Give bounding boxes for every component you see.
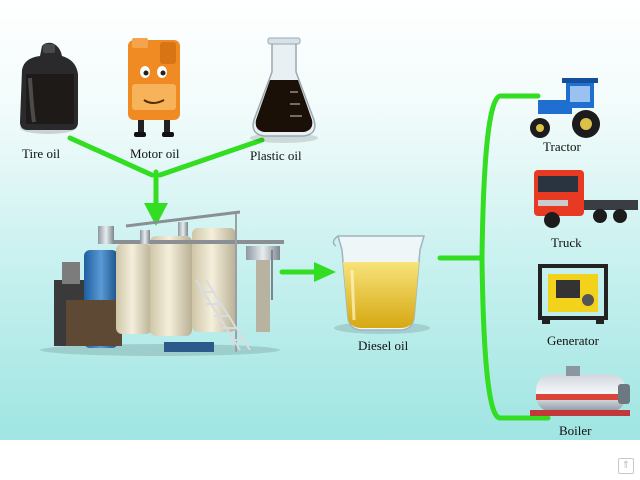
beaker-icon [332, 235, 430, 334]
label-plastic-oil: Plastic oil [250, 148, 302, 163]
diagram-canvas: Tire oil Motor oil Plastic oil Diesel oi… [0, 0, 640, 440]
generator-icon [538, 264, 608, 324]
oil-jug-icon [20, 42, 78, 134]
label-diesel-oil: Diesel oil [358, 338, 409, 353]
label-truck: Truck [551, 235, 582, 250]
pyrolysis-plant-icon [40, 210, 284, 356]
label-tractor: Tractor [543, 139, 581, 154]
label-generator: Generator [547, 333, 599, 348]
flow-connectors [67, 93, 551, 421]
distribution-bracket [437, 93, 551, 421]
tire-oil-connector [67, 135, 155, 178]
flask-icon [250, 37, 318, 143]
label-motor-oil: Motor oil [130, 146, 180, 161]
label-tire-oil: Tire oil [22, 146, 61, 161]
label-boiler: Boiler [559, 423, 592, 438]
motor-oil-can-icon [128, 38, 180, 137]
boiler-icon [530, 366, 630, 416]
diagram-graphics [20, 37, 638, 421]
truck-icon [534, 170, 638, 228]
arrow-up-icon: ⇑ [618, 458, 634, 474]
plastic-oil-connector [157, 137, 265, 178]
page-footer [0, 440, 640, 480]
plant-to-diesel-arrow-head [314, 262, 336, 282]
feed-arrow-head [144, 203, 168, 226]
tractor-icon [530, 78, 600, 138]
